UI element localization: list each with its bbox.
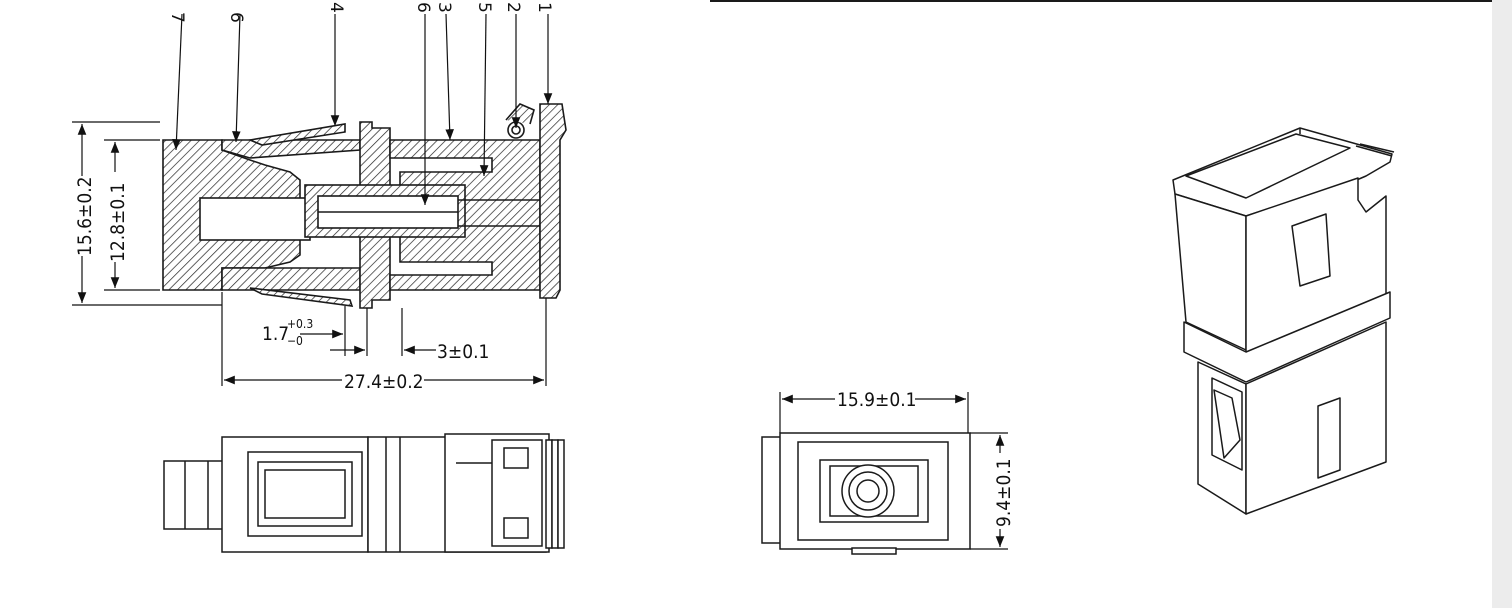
callout-1: 1 [534, 2, 554, 13]
upper-rail [221, 139, 361, 159]
dim-gap-tol-plus: +0.3 [287, 317, 313, 331]
dim-width: 15.9±0.1 [837, 389, 917, 411]
callout-3: 3 [434, 2, 454, 13]
callout-4: 4 [326, 2, 346, 13]
callout-7: 7 [167, 12, 187, 23]
isometric-view [1172, 127, 1395, 515]
dim-height-outer: 15.6±0.2 [74, 176, 96, 256]
dim-gap-tol-minus: −0 [287, 334, 303, 348]
callout-2: 2 [503, 2, 523, 13]
upper-clip [247, 123, 346, 146]
callout-5: 5 [474, 2, 494, 13]
dim-flange: 3±0.1 [437, 341, 489, 363]
callout-labels: 7 6 4 6 3 5 2 1 [167, 2, 554, 23]
end-cap [539, 103, 567, 299]
callout-6: 6 [226, 12, 246, 23]
left-bore [199, 197, 311, 241]
page-edge [1492, 0, 1512, 608]
dim-height-inner: 12.8±0.1 [107, 182, 129, 262]
callout-6b: 6 [413, 2, 433, 13]
front-view [761, 432, 971, 555]
dim-length: 27.4±0.2 [344, 371, 424, 393]
dim-depth: 9.4±0.1 [993, 458, 1015, 527]
lower-rail [221, 267, 361, 291]
cross-section-view [162, 103, 567, 309]
callout-leaders [172, 13, 553, 205]
top-view [163, 433, 565, 553]
frame-top-edge [710, 0, 1492, 2]
lower-clip [249, 287, 354, 307]
dim-gap: 1.7 [262, 323, 289, 345]
